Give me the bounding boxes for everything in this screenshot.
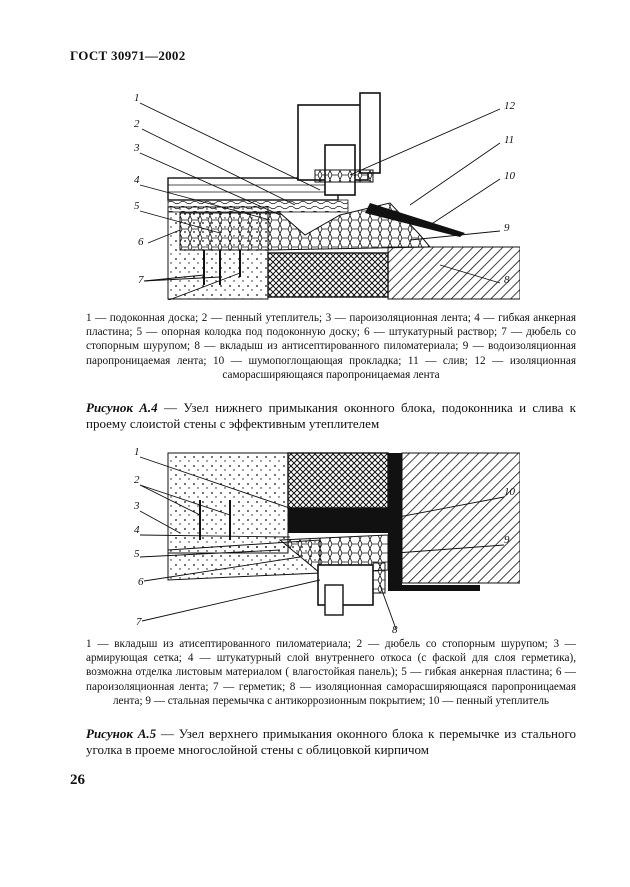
fig-a4-label-2: 2 (134, 118, 140, 130)
fig-a5-label-4: 4 (134, 524, 140, 536)
fig-a5-label-7: 7 (136, 616, 142, 628)
figure-a5-legend: 1 — вкладыш из атисептированного пиломат… (86, 638, 576, 707)
fig-a4-label-1: 1 (134, 92, 140, 104)
fig-a5-label-10: 10 (504, 486, 516, 498)
figure-a5-caption-lead: Рисунок А.5 (86, 726, 157, 741)
figure-a4-legend: 1 — подоконная доска; 2 — пенный утеплит… (86, 312, 576, 381)
figure-a4-caption: Рисунок А.4 — Узел нижнего примыкания ок… (86, 400, 576, 432)
fig-a5-label-8: 8 (392, 624, 398, 635)
figure-a5-drawing: 1 2 3 4 5 6 7 8 9 10 (120, 445, 520, 635)
figure-a4-caption-text: — Узел нижнего примыкания оконного блока… (86, 400, 577, 431)
figure-a5-caption-text: — Узел верхнего примыкания оконного блок… (86, 726, 576, 757)
figure-a4-svg: 1 2 3 4 5 6 7 8 9 10 11 12 (133, 92, 520, 300)
fig-a4-label-4: 4 (134, 174, 140, 186)
document-header: ГОСТ 30971—2002 (70, 48, 186, 63)
figure-a5-svg: 1 2 3 4 5 6 7 8 9 10 (133, 446, 520, 635)
figure-a5-caption: Рисунок А.5 — Узел верхнего примыкания о… (86, 726, 576, 758)
fig-a4-label-7: 7 (138, 274, 144, 286)
fig-a5-label-1: 1 (134, 446, 140, 458)
fig-a5-label-6: 6 (138, 576, 144, 588)
figure-a4-caption-lead: Рисунок А.4 (86, 400, 158, 415)
fig-a4-label-3: 3 (133, 142, 140, 154)
page-number: 26 (70, 772, 85, 788)
fig-a5-label-5: 5 (134, 548, 140, 560)
fig-a5-label-2: 2 (134, 474, 140, 486)
fig-a4-label-11: 11 (504, 134, 514, 146)
fig-a4-label-8: 8 (504, 274, 510, 286)
fig-a5-label-9: 9 (504, 534, 510, 546)
fig-a4-label-9: 9 (504, 222, 510, 234)
fig-a5-label-3: 3 (133, 500, 140, 512)
fig-a4-label-12: 12 (504, 100, 516, 112)
fig-a4-label-10: 10 (504, 170, 516, 182)
fig-a4-label-6: 6 (138, 236, 144, 248)
fig-a4-label-5: 5 (134, 200, 140, 212)
figure-a4-drawing: 1 2 3 4 5 6 7 8 9 10 11 12 (120, 85, 520, 300)
